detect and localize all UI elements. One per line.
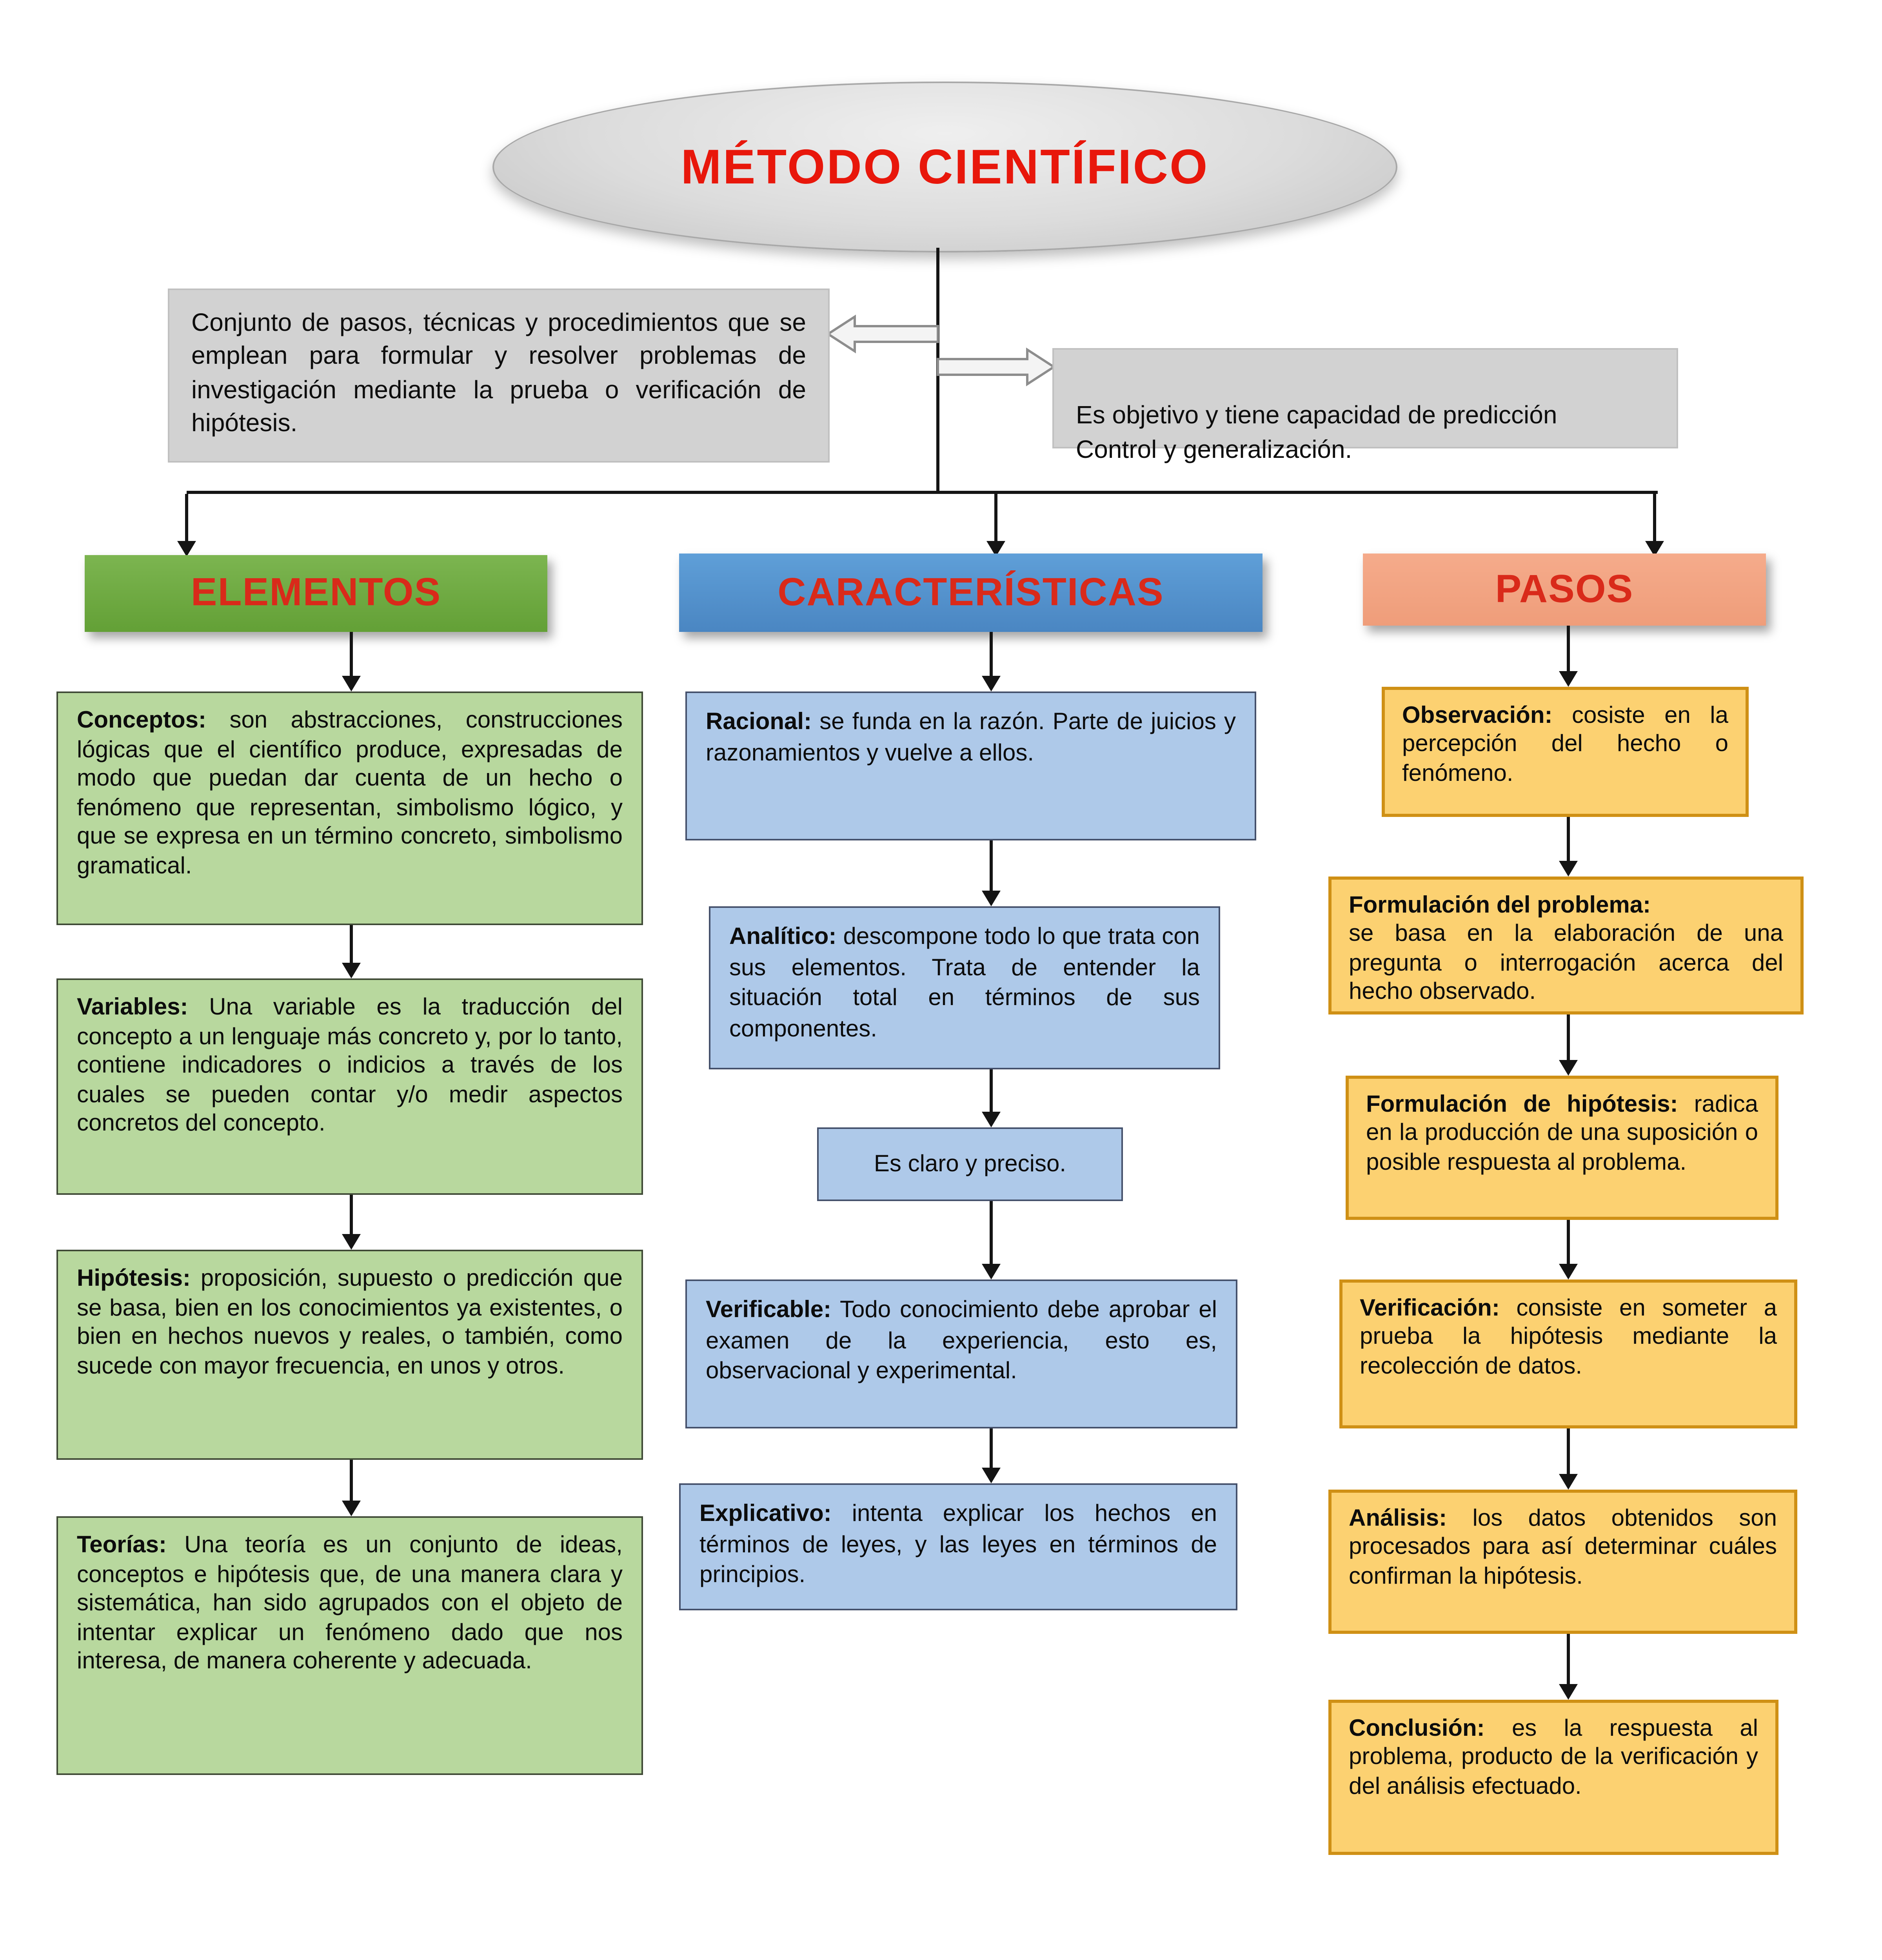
box-claro-preciso: Es claro y preciso. [817, 1127, 1123, 1201]
arrow-claro-verificable [982, 1201, 1001, 1279]
box-explicativo-text: intenta explicar los hechos en términos … [699, 1501, 1217, 1588]
box-observacion-lead: Observación: [1402, 702, 1553, 729]
header-caracteristicas-label: CARACTERÍSTICAS [778, 570, 1164, 614]
box-verificacion: Verificación: consiste en someter a prue… [1339, 1279, 1797, 1428]
definition-box-main: Conjunto de pasos, técnicas y procedimie… [168, 289, 830, 463]
box-conclusion-text: es la respuesta al problema, producto de… [1349, 1715, 1758, 1800]
box-conceptos-text: son abstracciones, construcciones lógica… [77, 707, 623, 880]
arrow-racional-analitico [982, 840, 1001, 906]
box-verificacion-lead: Verificación: [1360, 1295, 1500, 1322]
box-racional-text: se funda en la razón. Parte de juicios y… [706, 709, 1236, 766]
box-conceptos-lead: Conceptos: [77, 707, 206, 734]
box-hipotesis: Hipótesis: proposición, supuesto o predi… [56, 1250, 643, 1460]
header-pasos: PASOS [1363, 554, 1766, 626]
box-formulacion-problema-lead: Formulación del problema: [1349, 892, 1651, 919]
definition-main-text: Conjunto de pasos, técnicas y procedimie… [191, 310, 806, 437]
arrow-hipotesis-verificacion [1559, 1220, 1578, 1279]
arrow-verificacion-analisis [1559, 1428, 1578, 1490]
box-formulacion-problema: Formulación del problema: se basa en la … [1328, 877, 1804, 1014]
box-teorias-text: Una teoría es un conjunto de ideas, conc… [77, 1532, 623, 1675]
connector-branch-line [187, 491, 1658, 494]
title-ellipse: MÉTODO CIENTÍFICO [492, 82, 1397, 252]
box-formulacion-hipotesis: Formulación de hipótesis: radica en la p… [1346, 1076, 1778, 1220]
arrow-caracteristicas-racional [982, 632, 1001, 691]
box-conceptos: Conceptos: son abstracciones, construcci… [56, 691, 643, 925]
box-formulacion-problema-text: se basa en la elaboración de una pregunt… [1349, 921, 1783, 1005]
box-verificable: Verificable: Todo conocimiento debe apro… [685, 1279, 1237, 1428]
box-hipotesis-lead: Hipótesis: [77, 1265, 191, 1292]
header-elementos-label: ELEMENTOS [191, 571, 441, 615]
arrow-elementos-conceptos [342, 632, 361, 691]
box-claro-preciso-text: Es claro y preciso. [874, 1151, 1066, 1177]
box-analitico-lead: Analítico: [729, 924, 837, 950]
box-explicativo-lead: Explicativo: [699, 1501, 832, 1527]
box-analitico-text: descompone todo lo que trata con sus ele… [729, 924, 1200, 1042]
box-analisis-text: los datos obtenidos son procesados para … [1349, 1505, 1777, 1590]
box-analitico: Analítico: descompone todo lo que trata … [709, 906, 1220, 1069]
arrow-conceptos-variables [342, 925, 361, 978]
box-analisis-lead: Análisis: [1349, 1505, 1447, 1532]
box-teorias: Teorías: Una teoría es un conjunto de id… [56, 1516, 643, 1775]
box-variables-text: Una variable es la traducción del concep… [77, 994, 623, 1138]
header-pasos-label: PASOS [1495, 567, 1634, 611]
arrow-analitico-claro [982, 1069, 1001, 1127]
box-conclusion-lead: Conclusión: [1349, 1715, 1485, 1742]
arrow-pasos-observacion [1559, 626, 1578, 687]
box-racional: Racional: se funda en la razón. Parte de… [685, 691, 1256, 840]
arrow-variables-hipotesis [342, 1195, 361, 1250]
arrow-problema-hipotesis [1559, 1014, 1578, 1076]
box-formulacion-hipotesis-text: radica en la producción de una suposició… [1366, 1091, 1758, 1176]
arrow-to-elementos [177, 494, 196, 557]
header-elementos: ELEMENTOS [85, 555, 547, 632]
box-variables-lead: Variables: [77, 994, 188, 1021]
arrow-analisis-conclusion [1559, 1634, 1578, 1700]
box-hipotesis-text: proposición, supuesto o predicción que s… [77, 1265, 623, 1380]
box-analisis: Análisis: los datos obtenidos son proces… [1328, 1490, 1797, 1634]
arrow-to-pasos [1645, 494, 1664, 557]
arrow-to-caracteristicas [986, 494, 1005, 557]
box-observacion-text: cosiste en la percepción del hecho o fen… [1402, 702, 1728, 787]
box-observacion: Observación: cosiste en la percepción de… [1382, 687, 1749, 817]
arrow-observacion-problema [1559, 817, 1578, 877]
box-variables: Variables: Una variable es la traducción… [56, 978, 643, 1195]
box-racional-lead: Racional: [706, 709, 812, 735]
header-caracteristicas: CARACTERÍSTICAS [679, 554, 1263, 632]
box-formulacion-hipotesis-lead: Formulación de hipótesis: [1366, 1091, 1678, 1118]
box-teorias-lead: Teorías: [77, 1532, 167, 1559]
diagram-title: MÉTODO CIENTÍFICO [681, 139, 1209, 194]
right-block-arrow-icon [937, 347, 1055, 387]
definition-box-secondary: Es objetivo y tiene capacidad de predicc… [1052, 348, 1678, 463]
box-explicativo: Explicativo: intenta explicar los hechos… [679, 1483, 1237, 1610]
box-verificable-lead: Verificable: [706, 1297, 832, 1323]
box-verificable-text: Todo conocimiento debe aprobar el examen… [706, 1297, 1217, 1385]
box-verificacion-text: consiste en someter a prueba la hipótesi… [1360, 1295, 1777, 1379]
definition-secondary-text: Es objetivo y tiene capacidad de predicc… [1076, 403, 1557, 464]
arrow-hipotesis-teorias [342, 1460, 361, 1516]
arrow-verificable-explicativo [982, 1428, 1001, 1483]
left-block-arrow-icon [827, 314, 939, 354]
box-conclusion: Conclusión: es la respuesta al problema,… [1328, 1700, 1778, 1855]
